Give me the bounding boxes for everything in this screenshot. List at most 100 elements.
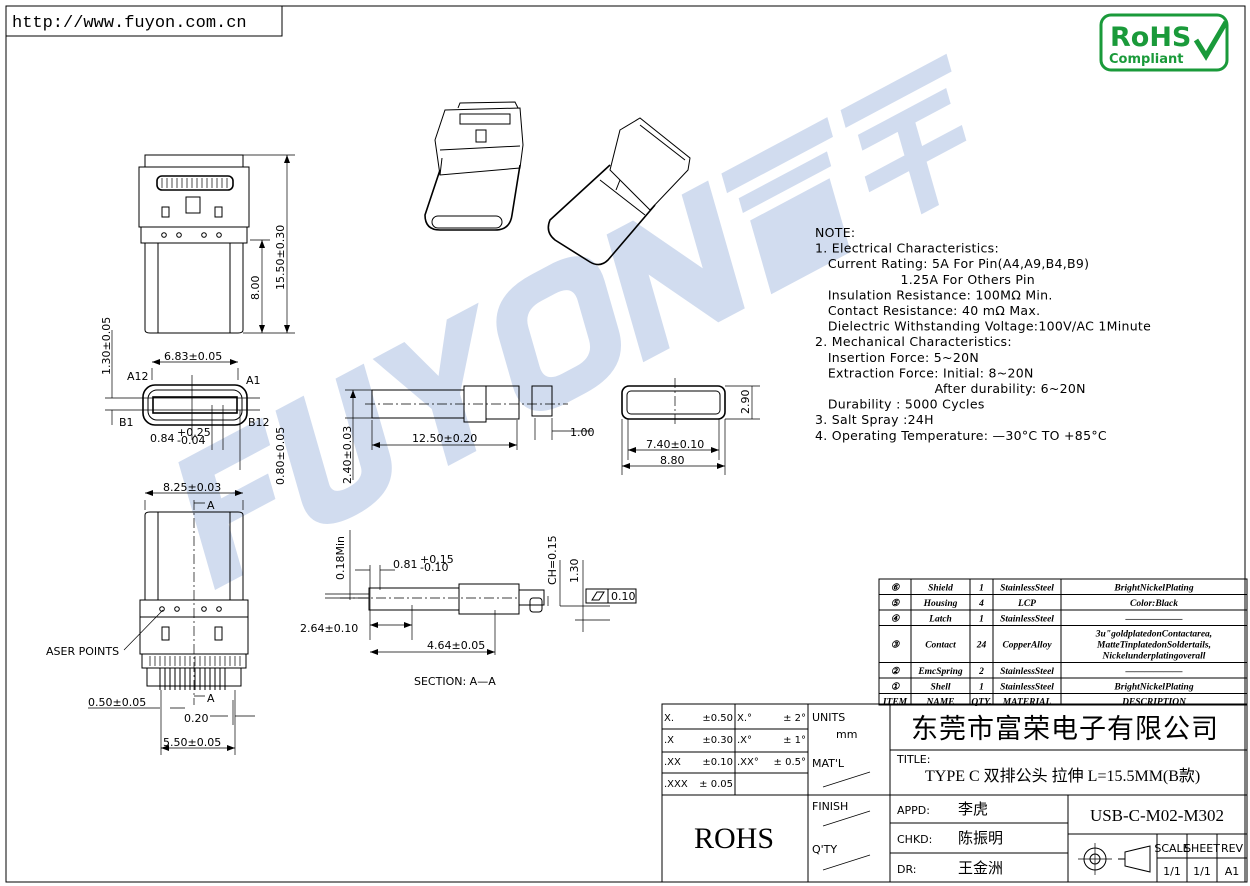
qty-label: Q'TY xyxy=(812,843,837,856)
bom-name: Housing xyxy=(923,599,958,609)
tolerance-d: ± 1° xyxy=(783,735,806,746)
bom-description: 3u"goldplatedonContactarea, xyxy=(1095,630,1212,640)
dim-body-length: 8.00 xyxy=(249,276,262,301)
bom-name: Shield xyxy=(928,583,953,593)
sheet-border xyxy=(5,5,1246,883)
pin-label-a12: A12 xyxy=(127,370,149,383)
isometric-view-front xyxy=(424,101,524,231)
tolerance-c: .XX° xyxy=(737,757,759,768)
bom-description: MatteTinplatedonSoldertails, xyxy=(1096,641,1211,651)
bom-header: MATERIAL xyxy=(1002,698,1052,708)
note-line: Dielectric Withstanding Voltage:100V/AC … xyxy=(815,319,1151,334)
bom-qty: 4 xyxy=(978,599,984,609)
bom-item: ⑤ xyxy=(891,598,901,609)
finish-label: FINISH xyxy=(812,800,848,813)
tolerance-b: ±0.10 xyxy=(702,757,733,768)
approved-by: 李虎 xyxy=(958,801,988,818)
bom-item: ⑥ xyxy=(891,582,901,593)
notes: NOTE:1. Electrical Characteristics: Curr… xyxy=(815,225,1151,443)
note-line: 4. Operating Temperature: —30°C TO +85°C xyxy=(815,428,1107,443)
note-line: NOTE: xyxy=(815,225,855,240)
bom-qty: 1 xyxy=(979,682,984,692)
dim-d2: 2.64±0.10 xyxy=(300,622,358,635)
dim-mouth-width: 6.83±0.05 xyxy=(164,350,222,363)
bom-material: CopperAlloy xyxy=(1002,641,1052,651)
approved-label: APPD: xyxy=(897,804,930,817)
watermark-logo xyxy=(178,53,967,590)
note-line: Insertion Force: 5~20N xyxy=(815,350,979,365)
check-icon xyxy=(1193,20,1229,61)
dim-inner-width: 7.40±0.10 xyxy=(646,438,704,451)
bom-header: NAME xyxy=(926,698,955,708)
bom-row: ⑤ Housing 4 LCP Color:Black xyxy=(891,598,1179,609)
tolerance-b: ±0.50 xyxy=(702,713,733,724)
dim-lead: 0.20 xyxy=(184,712,209,725)
flatness-value: 0.10 xyxy=(611,590,636,603)
note-line: After durability: 6~20N xyxy=(815,381,1086,396)
scale-label: SCALE xyxy=(1154,842,1189,855)
dim-lead-span: 5.50±0.05 xyxy=(163,736,221,749)
section-caption: SECTION: A—A xyxy=(414,675,496,688)
bom-description: Color:Black xyxy=(1130,599,1178,609)
dim-side-height: 2.40±0.03 xyxy=(341,426,354,484)
bom-qty: 24 xyxy=(976,641,987,651)
note-line: Durability : 5000 Cycles xyxy=(815,397,985,412)
bom-material: StainlessSteel xyxy=(1000,583,1054,593)
tolerance-c: X.° xyxy=(737,713,752,724)
drawn-by: 王金洲 xyxy=(958,860,1003,877)
tolerance-d: ± 0.5° xyxy=(774,757,806,768)
note-line: Contact Resistance: 40 mΩ Max. xyxy=(815,303,1040,318)
dim-bottom-width: 8.25±0.03 xyxy=(163,481,221,494)
dim-min: 0.18Min xyxy=(334,536,347,580)
scale-value: 1/1 xyxy=(1163,865,1181,878)
note-line: 2. Mechanical Characteristics: xyxy=(815,334,1012,349)
dim-d1: 0.81 xyxy=(393,558,418,571)
section-view: 0.18Min 0.81 +0.15 -0.10 CH=0.15 1.30 0.… xyxy=(300,530,637,688)
dim-tail-length: 1.00 xyxy=(570,426,595,439)
bom-name: Latch xyxy=(928,614,952,624)
note-line: Insulation Resistance: 100MΩ Min. xyxy=(815,287,1053,302)
section-mark-top: A xyxy=(207,499,215,512)
title-label: TITLE: xyxy=(896,753,930,766)
bom-material: LCP xyxy=(1017,599,1036,609)
bom-header: DESCRIPTION xyxy=(1121,698,1187,708)
isometric-view-angled xyxy=(547,117,691,266)
tol-d1-plus: +0.15 xyxy=(420,553,454,566)
section-mark-bottom: A xyxy=(207,692,215,705)
url-box xyxy=(5,5,283,37)
drawn-label: DR: xyxy=(897,863,916,876)
material-label: MAT'L xyxy=(812,757,845,770)
pin-label-a1: A1 xyxy=(246,374,261,387)
website-url: http://www.fuyon.com.cn xyxy=(12,14,247,33)
checked-label: CHKD: xyxy=(897,833,932,846)
bom-material: StainlessSteel xyxy=(1000,667,1054,677)
bom-header: ITEM xyxy=(882,698,908,708)
drawing-title: TYPE C 双排公头 拉伸 L=15.5MM(B款) xyxy=(925,767,1200,785)
tolerance-a: .XXX xyxy=(664,779,688,790)
pin-label-b1: B1 xyxy=(119,416,134,429)
bom-item: ④ xyxy=(891,613,901,624)
bom-name: Contact xyxy=(925,641,956,651)
units-label: UNITS xyxy=(812,711,845,724)
bom-description: —————— xyxy=(1125,614,1184,624)
dim-chamfer: CH=0.15 xyxy=(546,535,559,585)
part-number: USB-C-M02-M302 xyxy=(1090,806,1224,825)
bom-item: ③ xyxy=(891,640,901,651)
note-line: 1. Electrical Characteristics: xyxy=(815,241,999,256)
dim-pin-pitch: 0.84 xyxy=(150,432,175,445)
bom-row: ③ Contact 24 CopperAlloy 3u"goldplatedonCont… xyxy=(891,630,1212,662)
dim-mouth-height: 1.30±0.05 xyxy=(100,317,113,375)
svg-text:RoHS: RoHS xyxy=(1110,22,1191,53)
top-view: 15.50±0.30 8.00 xyxy=(138,154,295,334)
flatness-frame xyxy=(585,588,637,604)
note-line: 1.25A For Others Pin xyxy=(815,272,1035,287)
dim-rear-height: 2.90 xyxy=(739,390,752,415)
bom-item: ① xyxy=(891,681,901,692)
bom-qty: 2 xyxy=(978,667,984,677)
bom-header: QTY. xyxy=(971,698,991,708)
tolerance-c: .X° xyxy=(737,735,752,746)
